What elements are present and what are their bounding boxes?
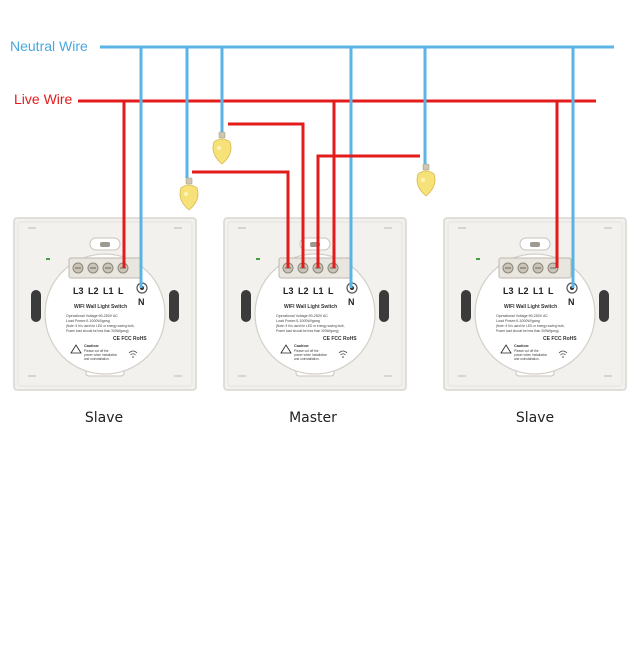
terminal-label-l1: L1 [533,286,544,296]
spec-load: Load Power:0-1000W/gang [66,319,110,323]
caution-line-2: power when installation [514,353,547,357]
load-l2-to-bulb-2 [228,122,305,268]
bulb-glass [212,138,232,165]
wifi-icon [128,350,138,356]
live-wire-label: Live Wire [14,91,73,107]
switch-right: N L3 L2 L1 L WIFI Wall Light SwitchOperationa… [443,217,627,391]
wifi-icon-dot [562,356,564,358]
product-name: WIFI Wall Light Switch [504,304,557,310]
product-name: WIFI Wall Light Switch [74,304,127,310]
terminal-label-l2: L2 [518,286,529,296]
certification-marks: CE FCC RoHS [543,336,577,342]
indicator-mark [476,258,480,260]
neutral-terminal-label: N [138,297,145,307]
caution-triangle-icon [70,344,82,354]
bulb-socket [185,177,193,185]
load-l3-to-bulb-1 [192,170,290,268]
terminal-label-l: L [328,286,334,296]
product-name: WIFI Wall Light Switch [284,304,337,310]
bulb-glass [179,184,199,211]
terminal-label-l: L [548,286,554,296]
caution-title: Caution: [84,344,99,348]
switch-plate-inner-edge [447,221,623,387]
caution-line-3: and uninstallation. [514,357,540,361]
spec-note-2: Power load should be less than 300W/gang… [276,329,339,333]
light-bulb-3 [416,163,436,197]
switch-plate-inner-edge [17,221,193,387]
spec-voltage: Operational Voltage:90-250V AC [276,314,328,318]
certification-marks: CE FCC RoHS [323,336,357,342]
caution-line-3: and uninstallation. [84,357,110,361]
switch-caption-center: Master [289,410,337,426]
caution-line-2: power when installation [294,353,327,357]
terminal-label-l2: L2 [88,286,99,296]
caution-line-1: Please cut off the [514,349,539,353]
spec-voltage: Operational Voltage:90-250V AC [66,314,118,318]
bulb-highlight [184,192,188,196]
caution-title: Caution: [294,344,309,348]
spec-note: (Note: if it is used for LED or energy s… [496,324,565,328]
terminal-label-l3: L3 [283,286,294,296]
terminal-label-l: L [118,286,124,296]
caution-title: Caution: [514,344,529,348]
neutral-wire-label: Neutral Wire [10,38,88,54]
spec-note-2: Power load should be less than 300W/gang… [496,329,559,333]
module-body [474,253,596,375]
spec-note-2: Power load should be less than 300W/gang… [66,329,129,333]
switch-caption-left: Slave [84,410,124,426]
right-screw-slot [169,290,179,322]
terminal-label-l1: L1 [103,286,114,296]
light-bulb-1 [179,177,199,211]
caution-line-1: Please cut off the [84,349,109,353]
switch-left: N L3 L2 L1 L WIFI Wall Light SwitchOperationa… [13,217,197,391]
bulb-highlight [421,178,425,182]
top-clip-slot [100,242,110,247]
spec-load: Load Power:0-1000W/gang [276,319,320,323]
spec-voltage: Operational Voltage:90-250V AC [496,314,548,318]
terminal-label-l1: L1 [313,286,324,296]
caution-triangle-icon [500,344,512,354]
caution-triangle-icon [280,344,292,354]
switch-caption-right: Slave [515,410,555,426]
bulb-socket [218,131,226,139]
spec-note: (Note: if it is used for LED or energy s… [66,324,135,328]
right-screw-slot [599,290,609,322]
terminal-label-l2: L2 [298,286,309,296]
load-l1-to-bulb-3 [316,154,420,268]
wifi-icon-dot [342,356,344,358]
light-bulb-2 [212,131,232,165]
caution-line-3: and uninstallation. [294,357,320,361]
terminal-label-l3: L3 [503,286,514,296]
caution-line-2: power when installation [84,353,117,357]
indicator-mark [46,258,50,260]
bulb-socket [422,163,430,171]
switch-plate-inner-edge [227,221,403,387]
terminal-label-l3: L3 [73,286,84,296]
spec-note: (Note: if it is used for LED or energy s… [276,324,345,328]
switch-center: N L3 L2 L1 L WIFI Wall Light SwitchOperationa… [223,217,407,391]
spec-load: Load Power:0-1000W/gang [496,319,540,323]
left-screw-slot [31,290,41,322]
indicator-mark [256,258,260,260]
module-body [44,253,166,375]
top-clip-slot [530,242,540,247]
bulb-glass [416,170,436,197]
neutral-terminal-label: N [568,297,575,307]
wifi-icon [558,350,568,356]
right-screw-slot [379,290,389,322]
module-body [254,253,376,375]
certification-marks: CE FCC RoHS [113,336,147,342]
left-screw-slot [241,290,251,322]
neutral-terminal-label: N [348,297,355,307]
left-screw-slot [461,290,471,322]
wifi-icon-dot [132,356,134,358]
wifi-icon [338,350,348,356]
caution-line-1: Please cut off the [294,349,319,353]
bulb-highlight [217,146,221,150]
